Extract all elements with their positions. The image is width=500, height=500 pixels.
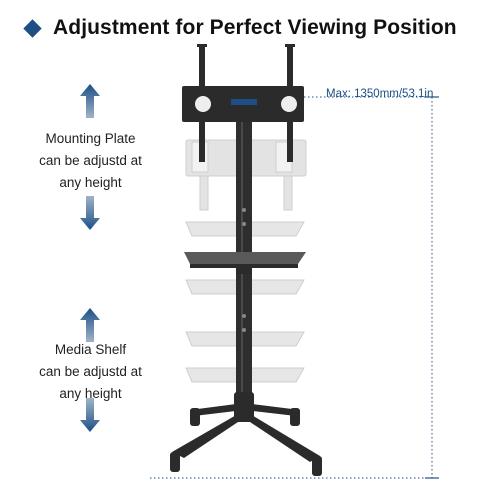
mounting-plate-line-2: can be adjustd at: [39, 153, 142, 168]
page-title: Adjustment for Perfect Viewing Position: [53, 16, 457, 39]
mounting-plate: [182, 86, 304, 122]
media-shelf-line-2: can be adjustd at: [39, 364, 142, 379]
arrow-down-icon: [80, 398, 100, 432]
mounting-plate-line-1: Mounting Plate: [45, 131, 136, 146]
arrow-up-icon: [80, 84, 100, 118]
title-row: Adjustment for Perfect Viewing Position: [22, 13, 457, 43]
arrow-down-icon: [80, 196, 100, 230]
arrow-up-icon: [80, 308, 100, 342]
media-shelf: [184, 252, 306, 274]
mounting-plate-caption: Mounting Plate can be adjustd at any hei…: [18, 128, 163, 194]
mounting-plate-line-3: any height: [59, 175, 122, 190]
media-shelf-caption: Media Shelf can be adjustd at any height: [18, 339, 163, 405]
media-shelf-line-1: Media Shelf: [54, 342, 127, 357]
media-shelf-line-3: any height: [59, 386, 122, 401]
dimension-lines: [150, 96, 439, 479]
stand-base: [170, 392, 322, 476]
